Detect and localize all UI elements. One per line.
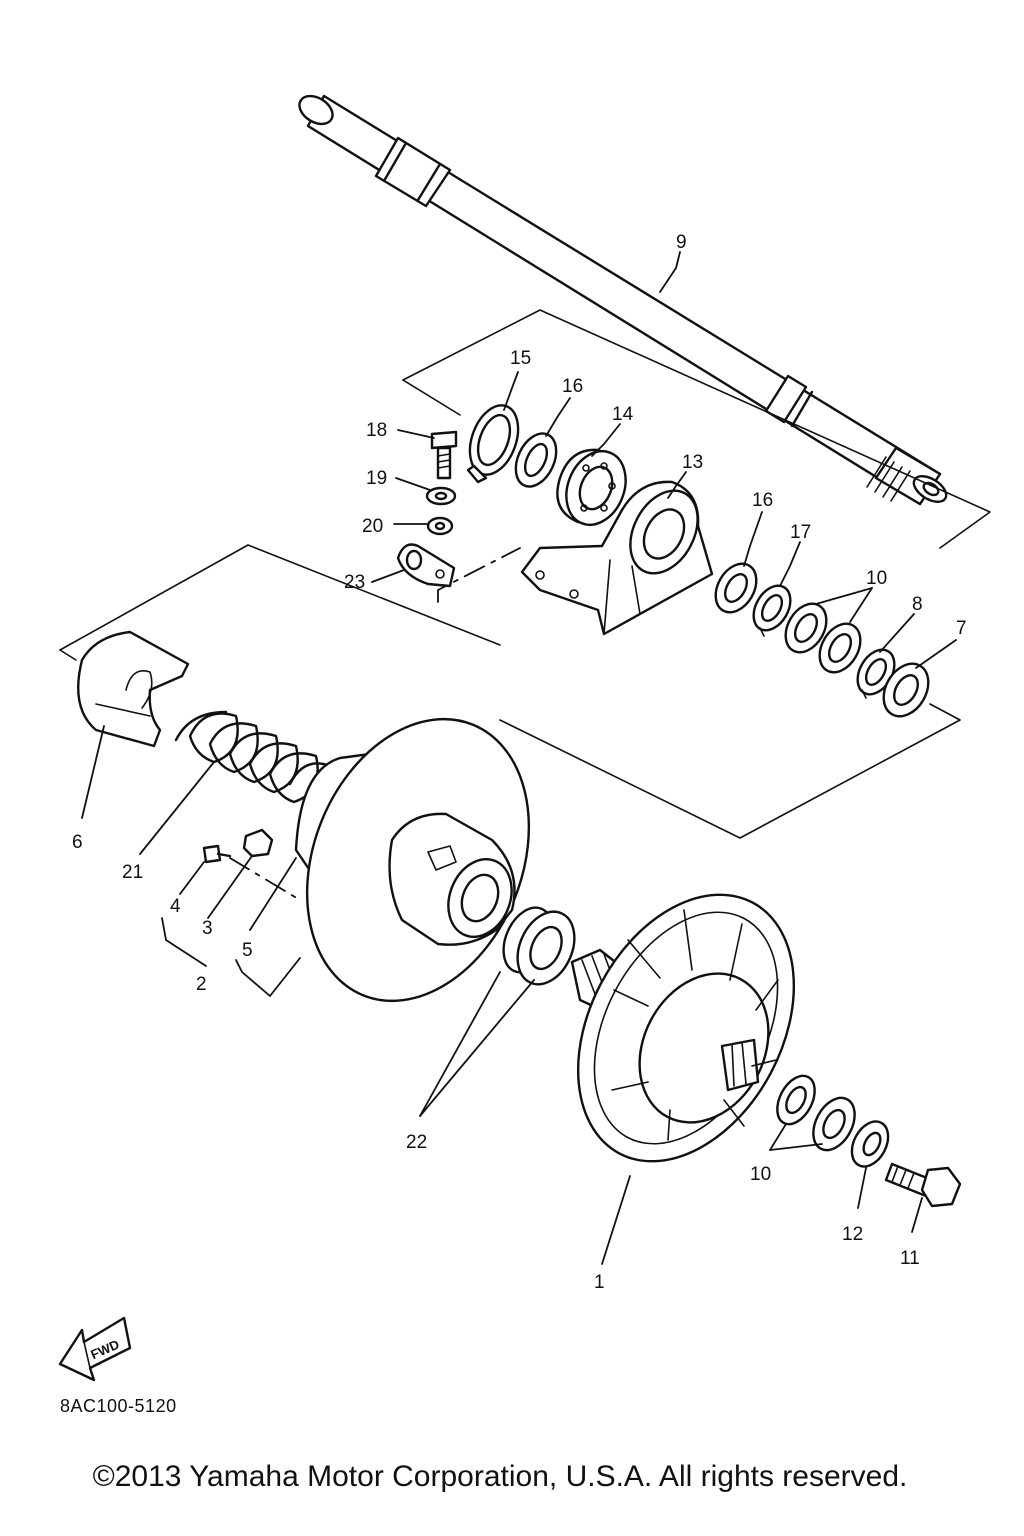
circlip-part-17[interactable] xyxy=(746,579,798,637)
callout-9: 9 xyxy=(676,232,687,253)
callout-6: 6 xyxy=(72,832,83,853)
leader-lines xyxy=(81,251,957,1265)
screw-part-4[interactable] xyxy=(202,844,232,864)
callout-10: 10 xyxy=(750,1164,771,1185)
cam-part-6[interactable] xyxy=(77,630,190,748)
circlip-part-15[interactable] xyxy=(461,399,527,484)
washer-part-16-lower[interactable] xyxy=(707,556,764,619)
callout-18: 18 xyxy=(366,420,387,441)
bearing-part-14[interactable] xyxy=(556,442,636,533)
lock-washer-part-19[interactable] xyxy=(425,486,457,506)
callout-13: 13 xyxy=(682,452,703,473)
callout-17: 17 xyxy=(790,522,811,543)
callout-11: 11 xyxy=(900,1248,920,1269)
copyright-notice: ©2013 Yamaha Motor Corporation, U.S.A. A… xyxy=(92,1460,908,1493)
fixed-sheave-part-1[interactable] xyxy=(535,858,838,1199)
callout-21: 21 xyxy=(122,862,143,883)
circlip-part-8[interactable] xyxy=(850,643,902,701)
group-outline-upper xyxy=(402,309,991,549)
dashed-axis-clamp xyxy=(437,547,521,603)
bearing-housing-part-13[interactable] xyxy=(520,479,714,636)
callout-8: 8 xyxy=(912,594,923,615)
callout-22: 22 xyxy=(406,1132,427,1153)
callout-12: 12 xyxy=(842,1224,863,1245)
bolt-part-18[interactable] xyxy=(430,430,458,480)
callout-labels: 9 15 16 14 13 18 19 20 23 16 17 10 8 7 6… xyxy=(72,232,967,1293)
fwd-arrow-icon: FWD xyxy=(58,1316,132,1382)
callout-4: 4 xyxy=(170,896,181,917)
callout-3: 3 xyxy=(202,918,213,939)
callout-19: 19 xyxy=(366,468,387,489)
callout-2: 2 xyxy=(196,974,207,995)
slider-part-3[interactable] xyxy=(242,828,274,858)
callout-15: 15 xyxy=(510,348,531,369)
callout-5: 5 xyxy=(242,940,253,961)
washer-part-12[interactable] xyxy=(845,1115,896,1172)
group-outline-lower xyxy=(59,544,501,651)
washer-part-10-c[interactable] xyxy=(770,1070,823,1131)
callout-1: 1 xyxy=(594,1272,605,1293)
callout-23: 23 xyxy=(344,572,365,593)
clamp-part-23[interactable] xyxy=(396,543,456,588)
washer-part-20[interactable] xyxy=(426,516,454,536)
washer-part-10-a[interactable] xyxy=(777,596,834,659)
callout-14: 14 xyxy=(612,404,634,425)
washer-part-16-upper[interactable] xyxy=(508,427,564,493)
callout-7: 7 xyxy=(956,618,967,639)
callout-16: 16 xyxy=(752,490,773,511)
bolt-part-11[interactable] xyxy=(884,1162,962,1208)
dashed-axis-screw xyxy=(229,857,301,901)
movable-sheave-part-5[interactable] xyxy=(267,686,569,1035)
callout-16: 16 xyxy=(562,376,583,397)
washer-part-10-d[interactable] xyxy=(805,1091,863,1157)
callout-20: 20 xyxy=(362,516,383,537)
callout-10: 10 xyxy=(866,568,887,589)
shaft-part-9[interactable] xyxy=(294,90,950,507)
washer-part-10-b[interactable] xyxy=(811,616,868,679)
diagram-part-code: 8AC100-5120 xyxy=(60,1396,177,1416)
bushings-part-22[interactable] xyxy=(494,900,585,993)
